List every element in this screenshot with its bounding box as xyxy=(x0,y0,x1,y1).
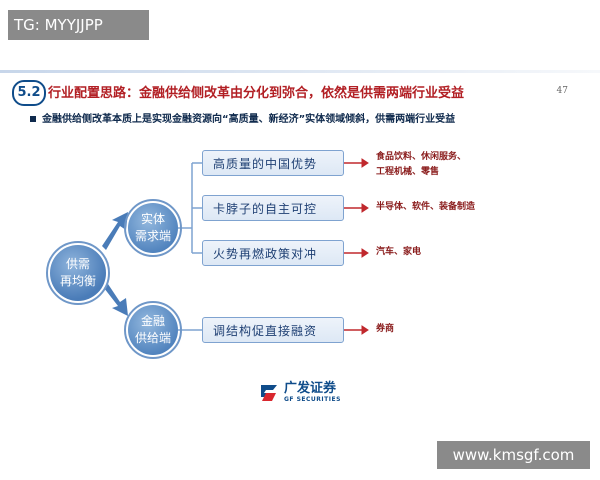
bullet-point: 金融供给侧改革本质上是实现金融资源向“高质量、新经济”实体领域倾斜，供需两端行业… xyxy=(30,110,455,125)
branch-box-3: 火势再燃政策对冲 xyxy=(202,240,344,266)
top-divider xyxy=(0,70,600,73)
center-node-supply-demand: 供需 再均衡 xyxy=(50,245,106,301)
bottom-node-supply: 金融 供给端 xyxy=(128,305,178,355)
logo-chinese-text: 广发证券 xyxy=(284,381,337,396)
branch-box-1: 高质量的中国优势 xyxy=(202,150,344,176)
bullet-square-icon xyxy=(30,116,36,122)
branch-items-4: 券商 xyxy=(376,324,395,334)
top-bracket xyxy=(178,162,202,254)
top-node-label: 实体 需求端 xyxy=(134,212,171,243)
gf-securities-logo: 广发证券 GF SECURITIES xyxy=(258,382,341,403)
branch-items-2: 半导体、软件、装备制造 xyxy=(376,202,476,212)
top-node-demand: 实体 需求端 xyxy=(128,203,178,253)
slide-title: 行业配置思路：金融供给侧改革由分化到弥合，依然是供需两端行业受益 xyxy=(48,86,465,101)
branch-box-4: 调结构促直接融资 xyxy=(202,317,344,343)
bullet-text: 金融供给侧改革本质上是实现金融资源向“高质量、新经济”实体领域倾斜，供需两端行业… xyxy=(42,114,456,125)
watermark-url: www.kmsgf.com xyxy=(437,441,590,469)
diagram-connectors xyxy=(102,158,369,335)
logo-english-text: GF SECURITIES xyxy=(284,396,341,403)
top-node-ring xyxy=(124,199,182,257)
branch-box-2: 卡脖子的自主可控 xyxy=(202,195,344,221)
branch-items-1: 食品饮料、休闲服务、 工程机械、零售 xyxy=(376,152,467,178)
top-left-tag: TG: MYYJJPP xyxy=(8,10,149,40)
gf-logo-icon xyxy=(258,383,280,403)
bottom-node-label: 金融 供给端 xyxy=(134,314,171,345)
section-number: 5.2 xyxy=(12,80,46,106)
branch-items-3: 汽车、家电 xyxy=(376,247,422,257)
arrow-up-right-icon xyxy=(102,212,128,250)
bottom-node-ring xyxy=(124,301,182,359)
slide: 5.2 行业配置思路：金融供给侧改革由分化到弥合，依然是供需两端行业受益 47 … xyxy=(0,70,600,410)
arrow-down-right-icon xyxy=(104,284,128,316)
page-number: 47 xyxy=(556,86,568,96)
center-node-label: 供需 再均衡 xyxy=(59,257,96,288)
center-node-ring xyxy=(46,241,110,305)
